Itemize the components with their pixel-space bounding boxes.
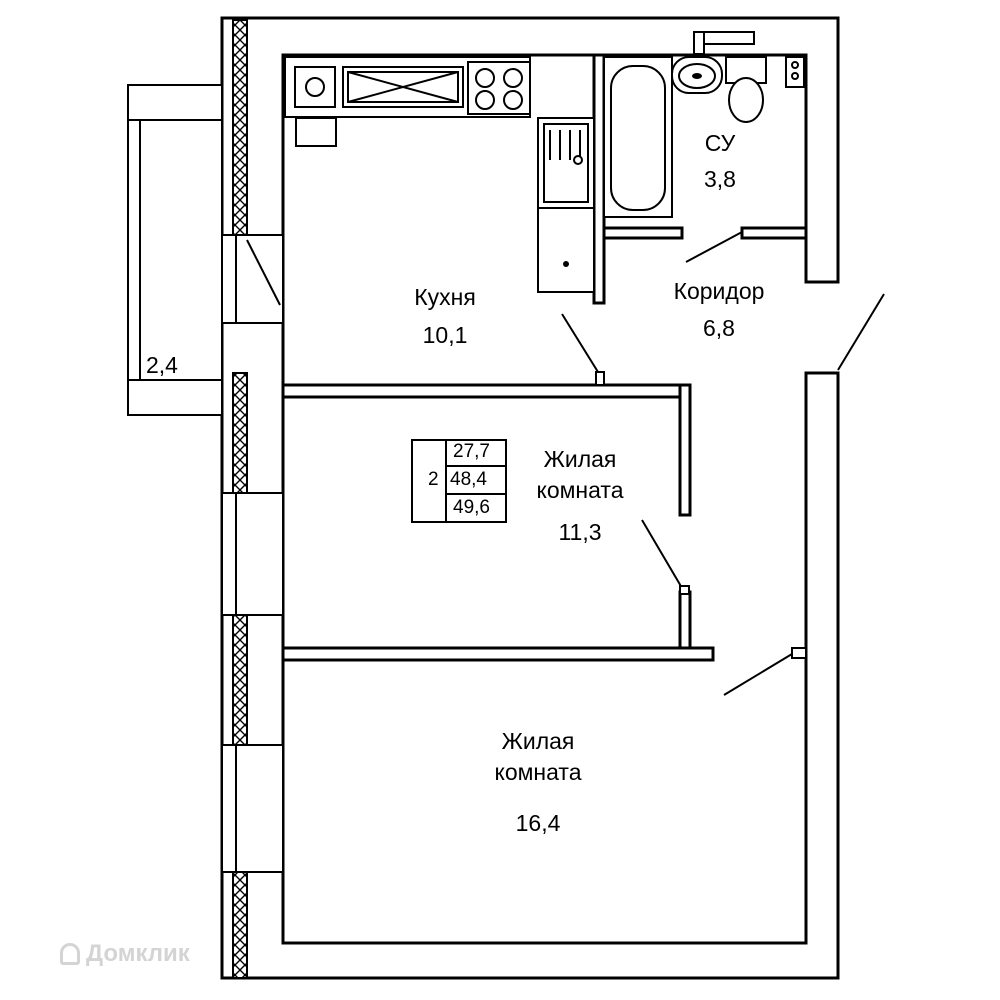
summary-total-area: 48,4 (450, 469, 487, 490)
wall-room-corridor-upper (678, 383, 692, 517)
wall-kitchen-bath (592, 53, 606, 305)
exterior-wall-hatch-2 (232, 372, 248, 494)
summary-total-with-balcony: 49,6 (453, 497, 490, 518)
room-large-area: 16,4 (515, 810, 561, 836)
wall-kitchen-room (281, 383, 690, 399)
summary-table (411, 439, 507, 523)
watermark-text: Домклик (86, 940, 190, 967)
room-large-name-line2: комната (494, 759, 582, 785)
balcony (127, 84, 223, 416)
bathroom-name: СУ (704, 130, 736, 156)
summary-rooms-count: 2 (428, 469, 439, 490)
room-large-name-line1: Жилая (501, 728, 575, 754)
exterior-wall-hatch-4 (232, 871, 248, 979)
outer-wall (220, 16, 840, 980)
watermark: Домклик (60, 940, 190, 968)
corridor-label: Коридор 6,8 (660, 276, 778, 344)
summary-living-area: 27,7 (453, 441, 490, 462)
kitchen-area: 10,1 (422, 322, 468, 348)
wall-between-rooms (281, 646, 715, 662)
corridor-area: 6,8 (703, 315, 735, 341)
kitchen-name: Кухня (414, 284, 476, 310)
room-large-label: Жилая комната 16,4 (478, 726, 598, 839)
wall-room-corridor-lower (678, 590, 692, 658)
wall-bath-corridor (602, 226, 684, 240)
bathroom-area: 3,8 (704, 166, 736, 192)
kitchen-fixtures (284, 56, 595, 293)
home-icon (60, 943, 80, 965)
windows (221, 234, 284, 873)
kitchen-label: Кухня 10,1 (390, 282, 500, 351)
balcony-area: 2,4 (146, 352, 178, 378)
room-small-label: Жилая комната 11,3 (520, 444, 640, 548)
door-swings (561, 231, 885, 696)
corridor-name: Коридор (673, 278, 765, 304)
room-small-area: 11,3 (558, 519, 602, 545)
wall-bath-corridor-right (740, 226, 808, 240)
exterior-wall-hatch-3 (232, 614, 248, 746)
exterior-wall-hatch-1 (232, 19, 248, 236)
room-small-name-line1: Жилая (543, 446, 617, 472)
bathroom-fixtures (603, 31, 805, 218)
bathroom-label: СУ 3,8 (690, 128, 750, 195)
room-small-name-line2: комната (536, 477, 624, 503)
